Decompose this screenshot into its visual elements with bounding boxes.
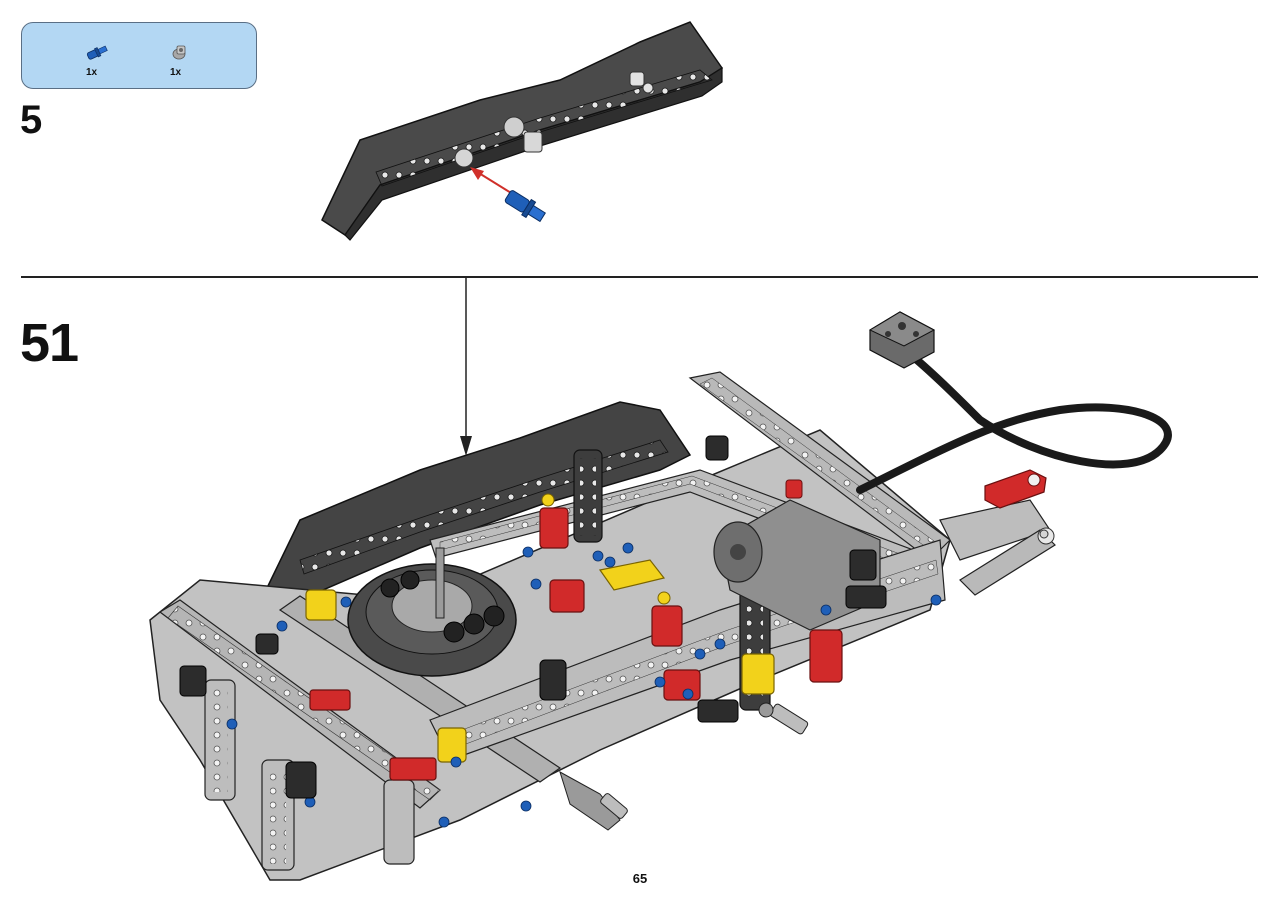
page-number: 65 <box>632 871 648 886</box>
part-quantity: 1x <box>86 67 98 78</box>
red-connector <box>663 669 701 701</box>
motor-cable <box>856 346 1172 494</box>
callout-arrow-head <box>460 436 472 456</box>
substep-assembly <box>321 21 724 241</box>
output-axle <box>758 702 809 735</box>
dark-connectors <box>179 435 887 799</box>
yellow-connector <box>305 589 337 621</box>
bush <box>454 148 474 168</box>
parts-list-callout: 1x 1x <box>21 22 257 89</box>
red-connector <box>389 757 437 781</box>
pin <box>629 71 645 87</box>
red-connector <box>539 507 569 549</box>
red-connector <box>809 629 843 683</box>
step-number: 51 <box>20 313 79 373</box>
vertical-beam <box>383 779 415 865</box>
blue-axle-pin <box>504 190 546 223</box>
axle-pin <box>523 131 543 153</box>
gray-bush-icon <box>172 45 186 60</box>
yellow-beam <box>598 559 666 591</box>
yellow-connector <box>741 653 775 695</box>
axle-pin <box>503 116 525 138</box>
arrow-head <box>470 167 484 180</box>
parts-list-item-gray-bush: 1x <box>164 41 204 81</box>
parts-list-item-blue-axle-pin: 1x <box>80 41 120 81</box>
axle <box>435 547 445 619</box>
light-beam <box>959 529 1056 596</box>
red-connector <box>549 579 585 613</box>
chassis-assembly <box>149 311 1172 881</box>
red-connector <box>309 689 351 711</box>
output-axle <box>559 770 628 831</box>
blue-pins <box>226 542 942 828</box>
section-divider <box>21 276 1258 278</box>
cable-connector <box>868 311 936 369</box>
red-connector <box>651 605 683 647</box>
part-quantity: 1x <box>170 67 182 78</box>
yellow-connector <box>437 727 467 763</box>
substep-number: 5 <box>20 98 43 142</box>
blue-axle-pin-icon <box>86 45 108 60</box>
